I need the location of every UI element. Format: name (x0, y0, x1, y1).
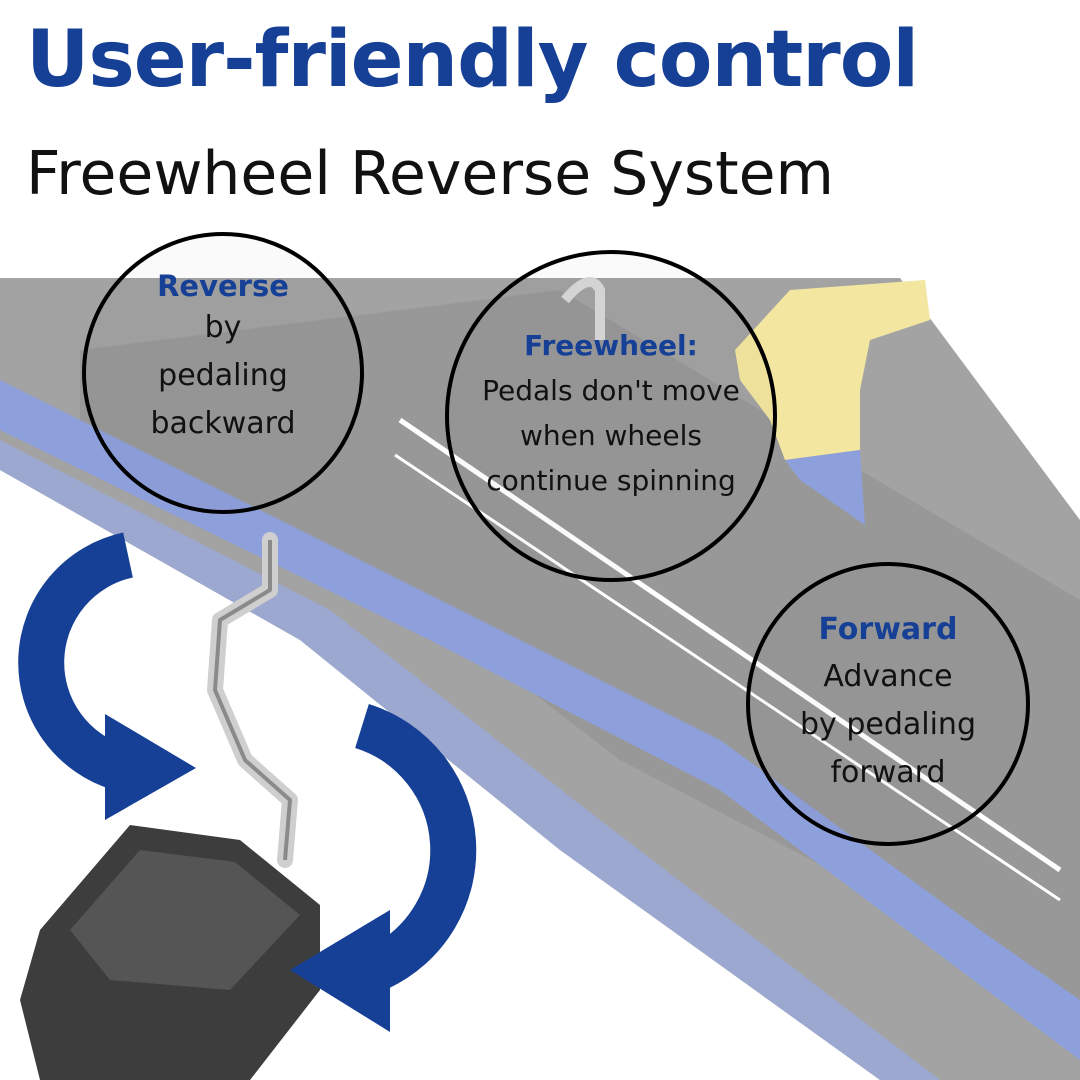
crank-arm-shade (213, 540, 292, 861)
seat-blue-edge (785, 450, 865, 525)
callout-freewheel-line-1: Pedals don't move (482, 374, 740, 408)
callout-freewheel-title: Freewheel: (524, 329, 698, 363)
callout-forward: Forward Advance by pedaling forward (746, 562, 1030, 846)
callout-forward-title: Forward (818, 612, 958, 648)
callout-freewheel-line-3: continue spinning (486, 463, 736, 497)
callout-reverse-line-2: pedaling (158, 358, 288, 394)
page-subtitle: Freewheel Reverse System (26, 139, 834, 209)
seat-yellow (735, 280, 930, 460)
callout-reverse-line-1: by (204, 310, 242, 346)
pedal-top (70, 850, 300, 990)
page-title: User-friendly control (26, 15, 919, 105)
callout-forward-line-1: Advance (823, 658, 953, 694)
callout-freewheel-line-2: when wheels (520, 419, 702, 453)
callout-forward-line-2: by pedaling (800, 706, 976, 742)
callout-freewheel: Freewheel: Pedals don't move when wheels… (445, 250, 777, 582)
callout-reverse: Reverse by pedaling backward (82, 232, 364, 514)
callout-reverse-title: Reverse (157, 268, 289, 303)
callout-forward-line-3: forward (830, 754, 946, 790)
callout-reverse-line-3: backward (150, 406, 296, 442)
